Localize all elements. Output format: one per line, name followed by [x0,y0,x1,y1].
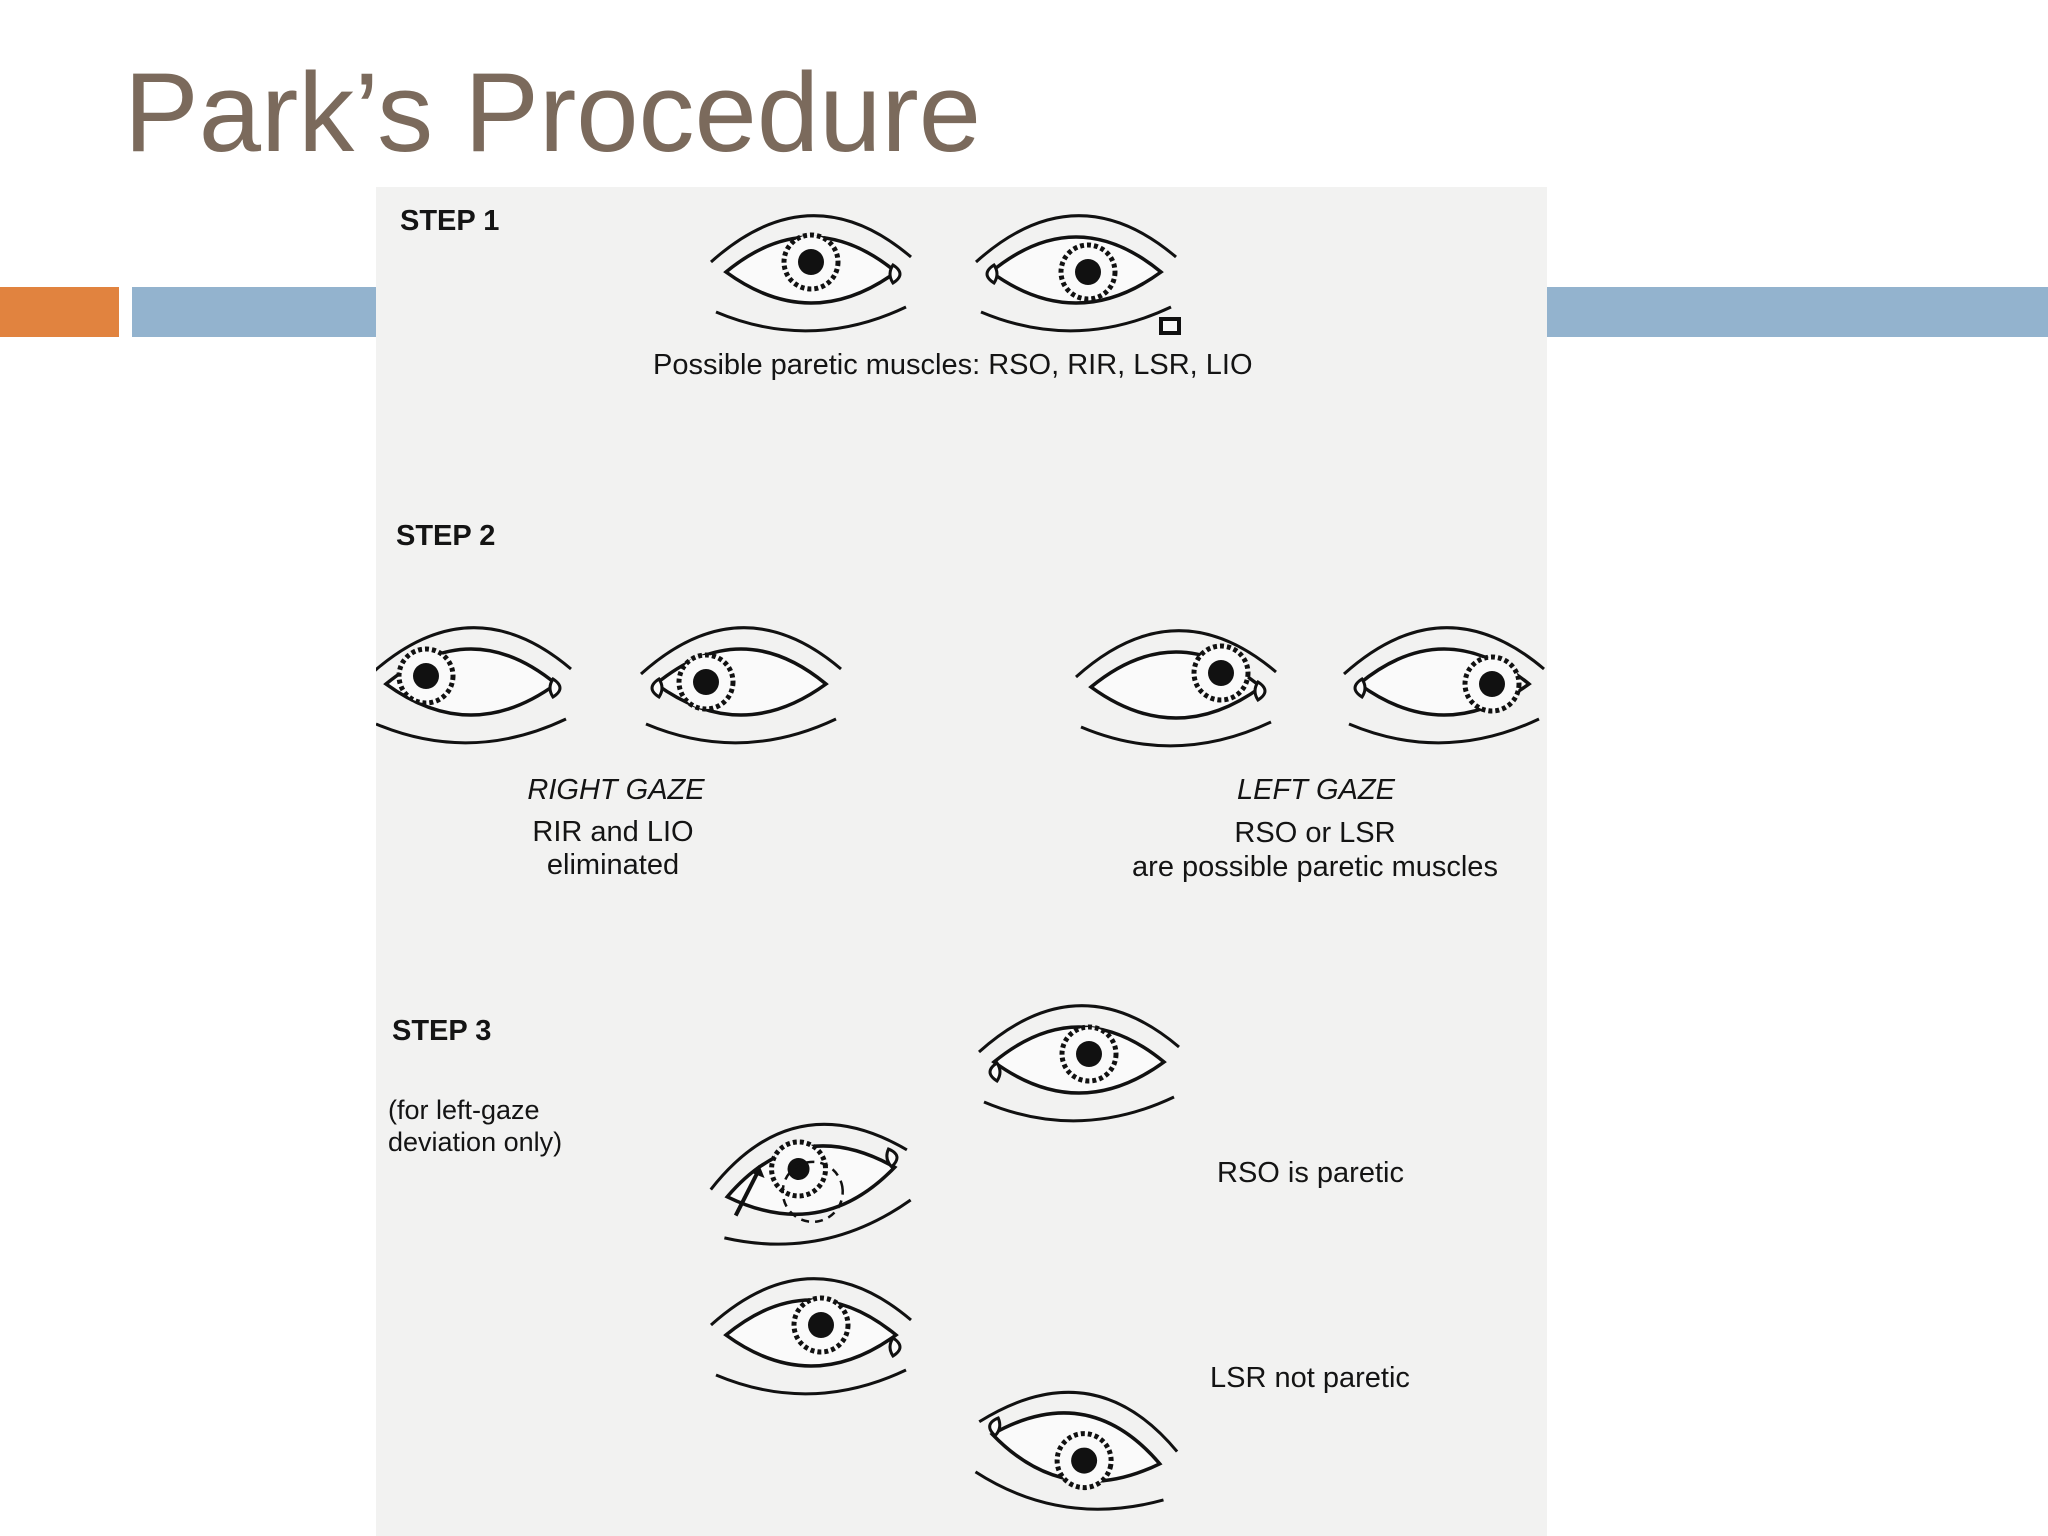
left-gaze-line2: are possible paretic muscles [1132,851,1498,883]
accent-bar-blue-left [132,287,382,337]
left-gaze-heading: LEFT GAZE [1237,774,1395,806]
step2-right-gaze-right-eye [376,625,573,745]
step2-label: STEP 2 [396,520,496,552]
step3-note-line1: (for left-gaze [388,1095,540,1125]
step1-left-eye [974,213,1181,335]
step3-note-line2: deviation only) [388,1127,563,1157]
step1-caption: Possible paretic muscles: RSO, RIR, LSR,… [653,349,1253,381]
accent-bar-orange [0,287,119,337]
step1-right-eye [709,213,913,333]
left-gaze-line1: RSO or LSR [1234,817,1396,849]
right-gaze-line2: eliminated [546,849,680,881]
step3-result-lsr: LSR not paretic [1210,1362,1410,1394]
step3-upper-left-eye [977,1003,1181,1123]
step3-lower-left-eye [965,1374,1187,1527]
step2-left-gaze-left-eye [1342,625,1546,745]
step3-label: STEP 3 [392,1015,492,1047]
right-gaze-heading: RIGHT GAZE [527,774,705,806]
eye-drawings [376,213,1546,1527]
step3-result-rso: RSO is paretic [1217,1157,1404,1189]
slide-title: Park’s Procedure [124,50,982,175]
right-gaze-line1: RIR and LIO [532,816,694,848]
step1-label: STEP 1 [400,205,500,237]
accent-bar-blue-right [1547,287,2048,337]
eye-diagram-figure: STEP 1 Possible paretic muscles: RSO, RI… [376,187,1547,1536]
step2-left-gaze-right-eye [1074,628,1278,748]
step3-lower-right-eye [709,1276,913,1396]
step2-right-gaze-left-eye [639,625,843,745]
step3-tilted-right-eye [700,1107,922,1260]
